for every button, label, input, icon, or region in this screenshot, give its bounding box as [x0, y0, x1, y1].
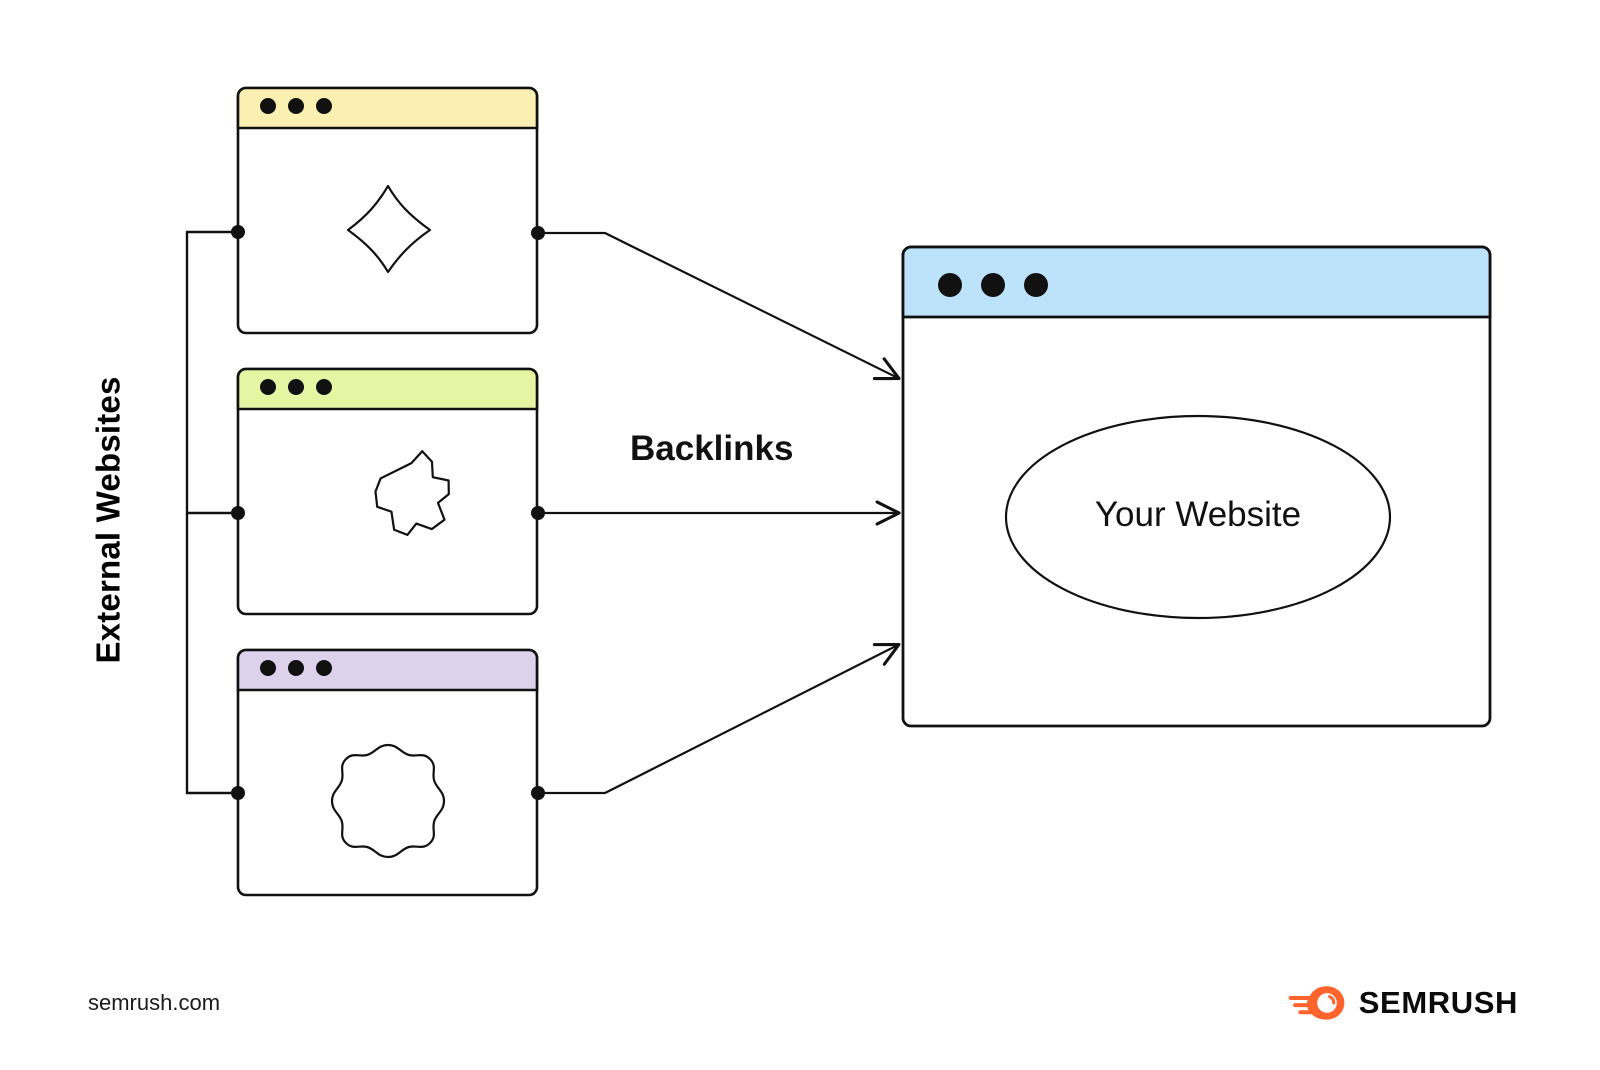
backlink-arrow-1 [538, 231, 901, 381]
external-window-1[interactable] [231, 86, 545, 335]
external-websites-bracket [185, 230, 238, 795]
flower-blob-icon [330, 743, 446, 859]
backlink-arrow-3 [538, 642, 901, 795]
diamond-blob-icon [346, 184, 432, 274]
semrush-wordmark: SEMRUSH [1358, 984, 1518, 1020]
your-website-traffic-dots [938, 273, 1048, 297]
window-2-titlebar [236, 367, 539, 411]
window-1-traffic-dots [260, 98, 332, 114]
semrush-logo: SEMRUSH [1288, 983, 1518, 1021]
your-website-ellipse [1004, 414, 1392, 620]
footer-url: semrush.com [88, 990, 221, 1015]
backlink-arrows [538, 231, 901, 795]
window-2-traffic-dots [260, 379, 332, 395]
window-3-left-anchor [231, 786, 245, 800]
your-website-window[interactable] [901, 245, 1492, 728]
window-3-traffic-dots [260, 660, 332, 676]
backlinks-label: Backlinks [630, 429, 794, 468]
semrush-comet-icon [1288, 983, 1346, 1021]
your-website-label: Your Website [1094, 495, 1302, 534]
external-window-3[interactable] [231, 648, 545, 897]
window-1-left-anchor [231, 225, 245, 239]
window-2-left-anchor [231, 506, 245, 520]
star-blob-icon [374, 450, 450, 536]
external-window-2[interactable] [231, 367, 545, 616]
window-3-titlebar [236, 648, 539, 692]
your-website-titlebar [901, 245, 1492, 319]
window-1-titlebar [236, 86, 539, 130]
